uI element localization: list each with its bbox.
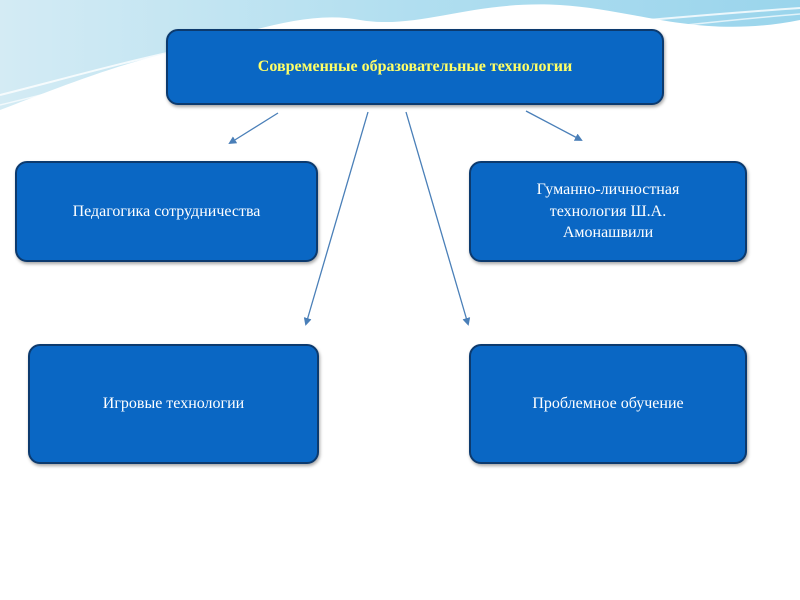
node-game-technologies: Игровые технологии [28,344,319,464]
wave-line [0,7,800,96]
node-label: Проблемное обучение [532,395,684,413]
root-node-label: Современные образовательные технологии [257,58,573,76]
node-amonashvili-technology: Гуманно-личностная технология Ш.А. Амона… [469,161,747,262]
node-label: Педагогика сотрудничества [72,202,261,220]
node-label: Игровые технологии [102,395,245,413]
node-label: Гуманно-личностная технология Ш.А. Амона… [536,181,680,242]
root-node: Современные образовательные технологии [166,29,664,105]
wave-shape [0,0,800,110]
node-cooperation-pedagogy: Педагогика сотрудничества [15,161,318,262]
node-problem-learning: Проблемное обучение [469,344,747,464]
